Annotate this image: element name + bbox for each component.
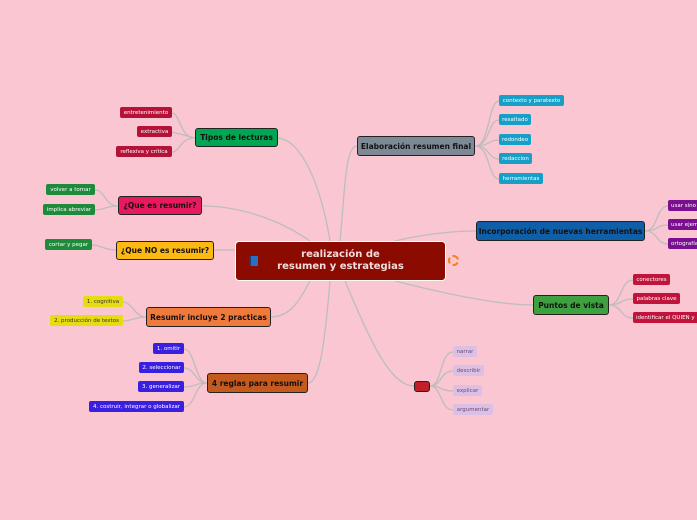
leaf-narrar[interactable]: narrar: [453, 346, 477, 357]
branch-incorporacion[interactable]: Incorporación de nuevas herramientas: [476, 221, 645, 241]
leaf-implica-abreviar[interactable]: implica abreviar: [43, 204, 95, 215]
leaf-resaltado[interactable]: resaltado: [499, 114, 531, 125]
leaf-identificar-quien[interactable]: identificar el QUIEN y: [633, 312, 697, 323]
refresh-icon[interactable]: [448, 255, 459, 266]
branch-elaboracion[interactable]: Elaboración resumen final: [357, 136, 475, 156]
leaf-reflexiva[interactable]: reflexiva y crítica: [116, 146, 172, 157]
leaf-redaccion[interactable]: redaccion: [499, 153, 532, 164]
branch-4-reglas[interactable]: 4 reglas para resumir: [207, 373, 308, 393]
leaf-volver-a-tomar[interactable]: volver a tomar: [46, 184, 95, 195]
leaf-omitir[interactable]: 1. omitir: [153, 343, 184, 354]
leaf-palabras-clave[interactable]: palabras clave: [633, 293, 680, 304]
branch-resumir-incluye[interactable]: Resumir incluye 2 practicas: [146, 307, 271, 327]
leaf-explicar[interactable]: explicar: [453, 385, 482, 396]
leaf-entretenimiento[interactable]: entretenimiento: [120, 107, 172, 118]
book-icon: [249, 256, 258, 266]
leaf-ortografia[interactable]: ortografía: [668, 238, 697, 249]
branch-untitled[interactable]: [414, 381, 430, 392]
branch-tipos-de-lecturas[interactable]: Tipos de lecturas: [195, 128, 278, 147]
branch-puntos-de-vista[interactable]: Puntos de vista: [533, 295, 609, 315]
leaf-produccion-textos[interactable]: 2. producción de textos: [50, 315, 123, 326]
leaf-herramientas[interactable]: herramientas: [499, 173, 543, 184]
leaf-usar-sino[interactable]: usar sino: [668, 200, 697, 211]
central-title: realización de resumen y estrategias: [277, 249, 404, 272]
leaf-describir[interactable]: describir: [453, 365, 484, 376]
leaf-conectores[interactable]: conectores: [633, 274, 670, 285]
leaf-seleccionar[interactable]: 2. seleccionar: [139, 362, 184, 373]
leaf-extractiva[interactable]: extractiva: [137, 126, 172, 137]
leaf-costruir[interactable]: 4. costruir, integrar o globalizar: [89, 401, 184, 412]
leaf-cortar-y-pegar[interactable]: cortar y pegar: [45, 239, 92, 250]
leaf-cognitiva[interactable]: 1. cognitiva: [83, 296, 123, 307]
leaf-generalizar[interactable]: 3. generalizar: [138, 381, 184, 392]
leaf-contexto[interactable]: contexto y paratexto: [499, 95, 564, 106]
branch-que-es-resumir[interactable]: ¿Que es resumir?: [118, 196, 202, 215]
leaf-argumentar[interactable]: argumentar: [453, 404, 493, 415]
branch-que-no-es-resumir[interactable]: ¿Que NO es resumir?: [116, 241, 214, 260]
leaf-usar-ejem[interactable]: usar ejem: [668, 219, 697, 230]
central-topic[interactable]: realización de resumen y estrategias: [235, 241, 446, 281]
leaf-redondeo[interactable]: redondeo: [499, 134, 531, 145]
